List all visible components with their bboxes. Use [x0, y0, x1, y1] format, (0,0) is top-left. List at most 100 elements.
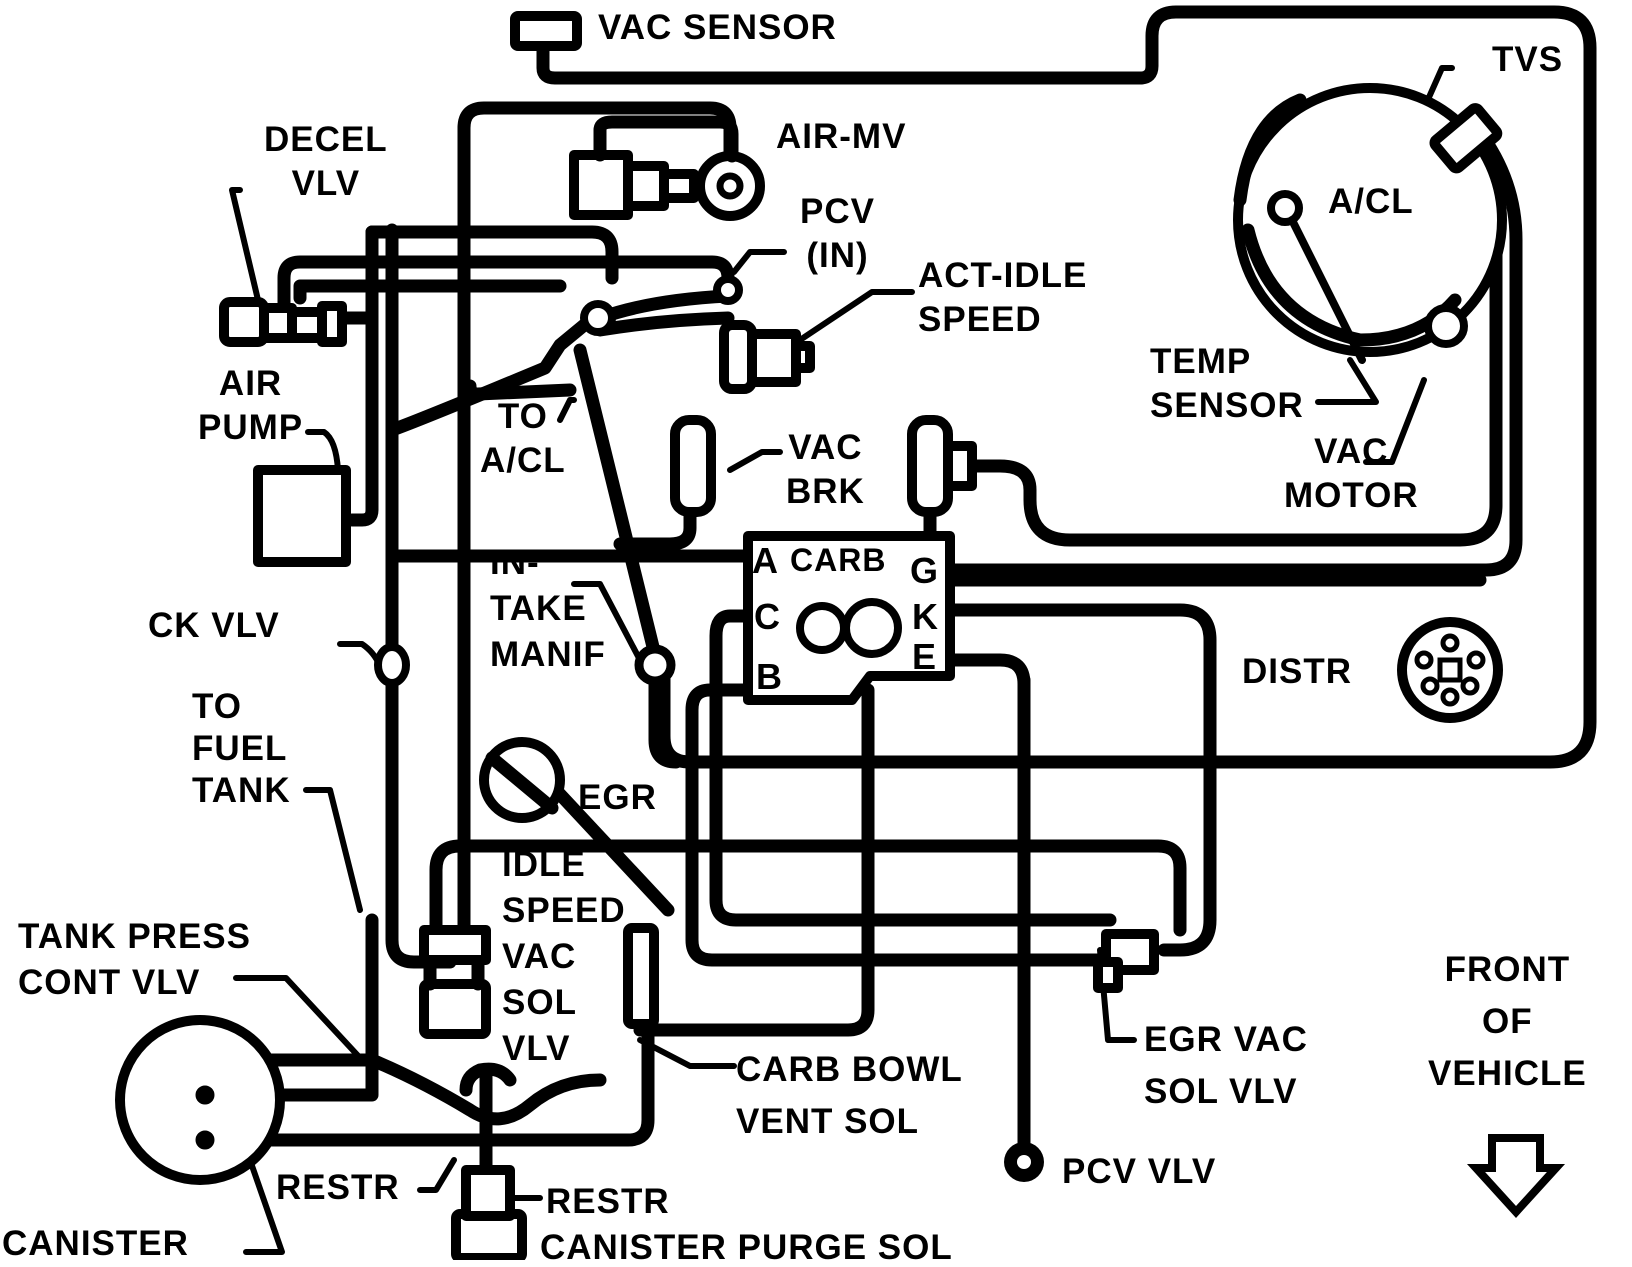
- label-air-mv: AIR-MV: [776, 117, 907, 156]
- canister-purge-sol-icon: [451, 1165, 527, 1260]
- label-temp-sensor: TEMP SENSOR: [1150, 342, 1304, 425]
- leader-bowl-vent: [637, 1037, 737, 1069]
- label-egr: EGR: [578, 778, 657, 817]
- hose-purge-riser-2: [459, 1062, 517, 1097]
- act-idle-speed-icon: [719, 320, 815, 394]
- label-restr-left: RESTR: [276, 1168, 400, 1207]
- label-canister-purge-sol: CANISTER PURGE SOL: [540, 1228, 953, 1267]
- vacuum-hoses: [198, 5, 1597, 1247]
- distributor-icon: [1397, 617, 1503, 723]
- leader-to-fuel-tank: [303, 787, 363, 913]
- carb-port-k: K: [912, 596, 938, 637]
- label-ck-vlv: CK VLV: [148, 606, 280, 645]
- label-egr-vac-sol-vlv: EGR VAC SOL VLV: [1144, 1020, 1308, 1111]
- hose-act-idle: [593, 311, 735, 337]
- label-vac-motor: VAC MOTOR: [1284, 432, 1419, 515]
- pcv-tee-icon: [580, 300, 616, 336]
- hose-carb-k-right: [943, 603, 1217, 957]
- leader-canister: [243, 1157, 285, 1255]
- label-a-cl: A/CL: [1328, 182, 1414, 221]
- label-vac-brk: VAC BRK: [786, 428, 865, 511]
- label-intake-manif: IN- TAKE MANIF: [490, 543, 606, 674]
- tvs-icon: [1429, 103, 1503, 174]
- carb-port-a: A: [752, 540, 778, 581]
- canister-port-icon-1: [195, 1085, 215, 1105]
- label-decel-vlv: DECEL VLV: [264, 120, 388, 203]
- hose-egr-loop: [429, 839, 1187, 937]
- air-cleaner-icon: [1233, 83, 1507, 364]
- egr-vac-sol-vlv-icon: [1093, 929, 1159, 993]
- leader-act-idle: [797, 289, 915, 343]
- hose-carb-e-right: [943, 653, 1031, 1082]
- hose-egr-to-sol: [549, 783, 675, 917]
- vac-brake-icon-left: [670, 415, 716, 517]
- leader-air-pump: [305, 429, 341, 473]
- label-act-idle-speed: ACT-IDLE SPEED: [918, 256, 1088, 339]
- hose-pump-to-rail: [385, 305, 607, 437]
- label-carb-bowl-vent-sol: CARB BOWL VENT SOL: [736, 1050, 963, 1141]
- label-idle-speed-vac-sol-vlv: IDLE SPEED VAC SOL VLV: [502, 845, 626, 1068]
- hose-vac-brk-left: [613, 503, 697, 551]
- label-front-of-vehicle: FRONT OF VEHICLE: [1428, 950, 1587, 1093]
- pcv-valve-center-icon: [1017, 1155, 1031, 1169]
- label-pcv-vlv: PCV VLV: [1062, 1152, 1217, 1191]
- check-valve-icon: [374, 643, 410, 687]
- label-restr-right: RESTR: [546, 1182, 670, 1221]
- label-to-fuel-tank: TO FUEL TANK: [192, 687, 291, 810]
- vac-brake-icon-right: [907, 415, 977, 517]
- hose-vac-sensor-loop: [536, 5, 1597, 769]
- intake-manifold-fitting-icon: [634, 644, 676, 686]
- leader-vac-motor: [1363, 377, 1427, 465]
- hose-intake-left: [463, 379, 577, 401]
- carb-port-g: G: [910, 550, 939, 591]
- air-pump-icon: [253, 465, 351, 567]
- components: [115, 11, 1566, 1260]
- label-tvs: TVS: [1492, 40, 1564, 79]
- leader-vac-brk: [727, 449, 783, 473]
- hose-to-acl-diagonal: [573, 343, 683, 769]
- egr-valve-icon: [479, 737, 565, 823]
- idle-speed-vac-sol-vlv-icon: [419, 925, 491, 1039]
- leader-pcv-in: [731, 249, 787, 275]
- leader-temp-sensor: [1315, 357, 1379, 405]
- hose-carb-b-loop: [685, 683, 1117, 967]
- leader-restr-left: [417, 1157, 457, 1193]
- leader-tvs: [1423, 65, 1455, 107]
- label-vac-sensor: VAC SENSOR: [598, 8, 837, 47]
- leader-intake: [571, 581, 643, 663]
- pcv-in-fitting-icon: [713, 275, 743, 305]
- hose-carb-lower-down: [633, 683, 875, 1037]
- hose-air-pump-link: [345, 311, 379, 527]
- leader-lines: [229, 65, 1455, 1255]
- carb-port-b: B: [756, 656, 782, 697]
- hose-left-rail-1: [385, 223, 457, 969]
- hose-decel-mid: [293, 279, 567, 305]
- vac-sensor-icon: [510, 11, 582, 51]
- air-mv-icon: [569, 115, 765, 221]
- carb-port-c: C: [754, 596, 780, 637]
- label-canister: CANISTER: [2, 1224, 189, 1263]
- carb-port-e: E: [912, 636, 937, 677]
- hose-carb-c-loop: [709, 609, 1117, 927]
- leader-to-acl: [557, 397, 577, 423]
- decel-valve-icon: [219, 297, 347, 347]
- label-to-a-cl: TO A/CL: [480, 397, 566, 480]
- carburetor-icon: [743, 531, 955, 705]
- front-arrow-icon: [1466, 1134, 1566, 1218]
- label-carb: CARB: [790, 542, 887, 578]
- hose-upper-left-horizontal: [365, 225, 619, 285]
- label-air-pump: AIR PUMP: [198, 364, 304, 447]
- hose-decel-upper: [277, 255, 735, 325]
- hose-canister-lower: [198, 993, 655, 1147]
- leader-tank-press: [233, 975, 365, 1063]
- leader-ck-vlv: [337, 641, 383, 669]
- hose-purge-loop: [365, 1053, 607, 1126]
- label-tank-press-cont-vlv: TANK PRESS CONT VLV: [18, 917, 251, 1002]
- canister-port-icon-2: [195, 1130, 215, 1150]
- label-distr: DISTR: [1242, 652, 1352, 691]
- label-pcv-in: PCV (IN): [800, 192, 875, 275]
- carb-bowl-vent-sol-icon: [623, 923, 659, 1029]
- leader-decel-vlv: [229, 187, 261, 303]
